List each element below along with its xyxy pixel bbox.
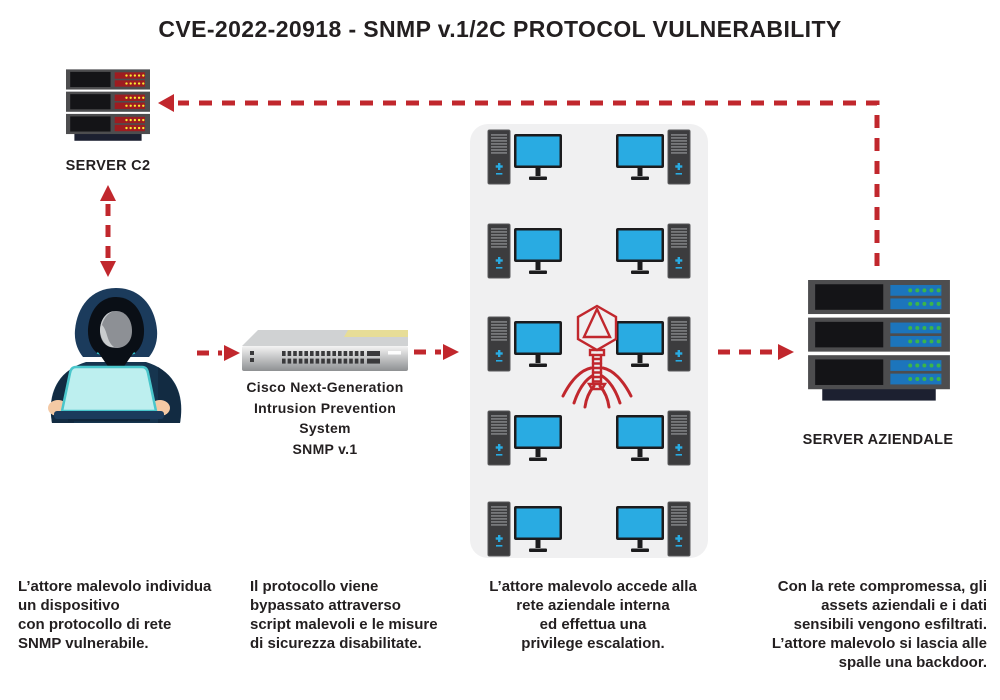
network-switch-icon — [242, 330, 408, 371]
corporate-network-panel — [470, 124, 708, 558]
caption-step3: L’attore malevolo accede alla rete azien… — [489, 578, 697, 652]
caption-step2: Il protocollo viene bypassato attraverso… — [250, 578, 438, 652]
virus-icon — [561, 304, 633, 409]
page-title: CVE-2022-20918 - SNMP v.1/2C PROTOCOL VU… — [158, 16, 842, 42]
workstation-grid — [470, 124, 708, 558]
caption-step4: Con la rete compromessa, gli assets azie… — [771, 578, 987, 671]
server-c2-node — [66, 69, 150, 142]
arrow-exfiltration-to-c2 — [158, 94, 880, 266]
ips-label: Cisco Next-Generation Intrusion Preventi… — [246, 379, 404, 457]
hacker-icon — [48, 288, 182, 423]
arrow-hacker-to-ips — [197, 345, 240, 361]
ips-node — [242, 330, 408, 372]
server-aziendale-node — [808, 280, 950, 402]
arrow-ips-to-network — [414, 344, 459, 360]
hacker-node — [36, 283, 196, 423]
server-aziendale-icon — [808, 280, 950, 401]
arrow-hacker-c2-bidirectional — [100, 185, 116, 277]
arrow-network-to-server — [718, 344, 794, 360]
server-c2-label: SERVER C2 — [65, 158, 151, 174]
server-c2-icon — [66, 69, 150, 141]
server-aziendale-label: SERVER AZIENDALE — [802, 432, 954, 448]
caption-step1: L’attore malevolo individua un dispositi… — [18, 578, 212, 652]
